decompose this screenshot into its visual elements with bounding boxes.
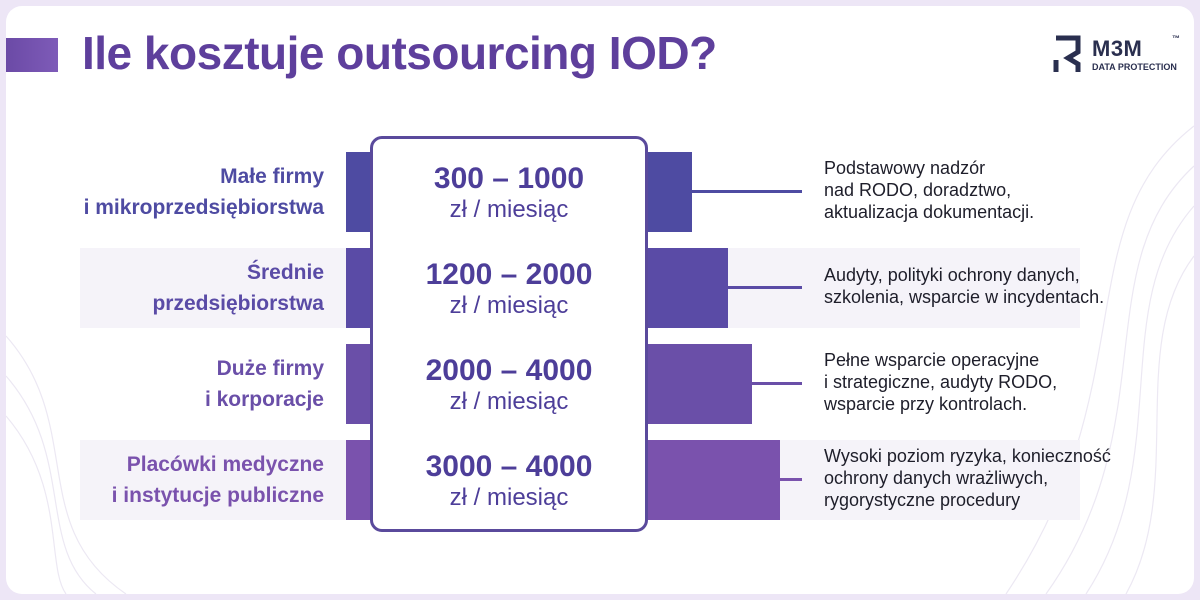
row-1-right-bar <box>642 152 692 232</box>
row-1-connector <box>692 190 802 193</box>
row-4-right-bar <box>642 440 780 520</box>
row-2-segment-line-1: Średnie <box>246 261 324 284</box>
row-2-segment-line-2: przedsiębiorstwa <box>152 292 324 315</box>
row-4-price-unit: zł / miesiąc <box>449 484 569 511</box>
logo-trademark: ™ <box>1172 34 1180 43</box>
row-2-segment: Średnie przedsiębiorstwa <box>24 257 324 319</box>
row-4-description-line-1: Wysoki poziom ryzyka, konieczność <box>824 446 1111 466</box>
row-2-description-line-1: Audyty, polityki ochrony danych, <box>824 265 1080 285</box>
row-1-description-line-3: aktualizacja dokumentacji. <box>824 202 1035 222</box>
row-3-segment-line-2: i korporacje <box>204 388 324 411</box>
row-4-connector <box>780 478 802 481</box>
row-3-description-line-2: i strategiczne, audyty RODO, <box>824 372 1058 392</box>
m3m-logo-icon <box>1053 35 1081 72</box>
row-4-description-line-2: ochrony danych wrażliwych, <box>824 468 1049 488</box>
row-3-description: Pełne wsparcie operacyjne i strategiczne… <box>824 349 1184 415</box>
row-2-price: 1200 – 2000 zł / miesiąc <box>370 258 648 320</box>
row-1-price-range: 300 – 1000 <box>433 162 585 195</box>
brand-logo: M3M ™ DATA PROTECTION <box>1052 34 1192 78</box>
row-2-connector <box>728 286 802 289</box>
row-3-price: 2000 – 4000 zł / miesiąc <box>370 354 648 416</box>
row-1-segment-line-1: Małe firmy <box>220 165 324 188</box>
row-3-connector <box>752 382 802 385</box>
row-2-description: Audyty, polityki ochrony danych, szkolen… <box>824 264 1184 308</box>
row-2-right-bar <box>642 248 728 328</box>
row-3-segment-line-1: Duże firmy <box>216 357 324 380</box>
row-1-description-line-1: Podstawowy nadzór <box>824 158 986 178</box>
row-1-price: 300 – 1000 zł / miesiąc <box>370 162 648 224</box>
row-4-segment-line-2: i instytucje publiczne <box>111 484 324 507</box>
infographic-card: Ile kosztuje outsourcing IOD? M3M ™ DATA… <box>6 6 1194 594</box>
logo-subtitle: DATA PROTECTION <box>1092 62 1177 72</box>
row-1-segment-line-2: i mikroprzedsiębiorstwa <box>83 196 324 219</box>
row-1-segment: Małe firmy i mikroprzedsiębiorstwa <box>24 161 324 223</box>
row-4-price-range: 3000 – 4000 <box>425 450 593 483</box>
row-2-price-range: 1200 – 2000 <box>425 258 593 291</box>
row-3-right-bar <box>642 344 752 424</box>
row-4-price: 3000 – 4000 zł / miesiąc <box>370 450 648 512</box>
row-4-description-line-3: rygorystyczne procedury <box>824 490 1021 510</box>
row-4-segment-line-1: Placówki medyczne <box>126 453 324 476</box>
row-4-segment: Placówki medyczne i instytucje publiczne <box>24 449 324 511</box>
row-3-segment: Duże firmy i korporacje <box>24 353 324 415</box>
title-accent-bar <box>6 38 58 72</box>
row-3-price-range: 2000 – 4000 <box>425 354 593 387</box>
row-4-description: Wysoki poziom ryzyka, konieczność ochron… <box>824 445 1184 511</box>
row-2-description-line-2: szkolenia, wsparcie w incydentach. <box>824 287 1105 307</box>
price-panel <box>370 136 648 532</box>
row-1-description-line-2: nad RODO, doradztwo, <box>824 180 1012 200</box>
row-3-description-line-1: Pełne wsparcie operacyjne <box>824 350 1040 370</box>
row-3-price-unit: zł / miesiąc <box>449 388 569 415</box>
logo-name: M3M <box>1092 36 1143 61</box>
row-1-price-unit: zł / miesiąc <box>449 196 569 223</box>
row-3-description-line-3: wsparcie przy kontrolach. <box>824 394 1028 414</box>
page-title: Ile kosztuje outsourcing IOD? <box>82 27 717 79</box>
row-1-description: Podstawowy nadzór nad RODO, doradztwo, a… <box>824 157 1184 223</box>
row-2-price-unit: zł / miesiąc <box>449 292 569 319</box>
